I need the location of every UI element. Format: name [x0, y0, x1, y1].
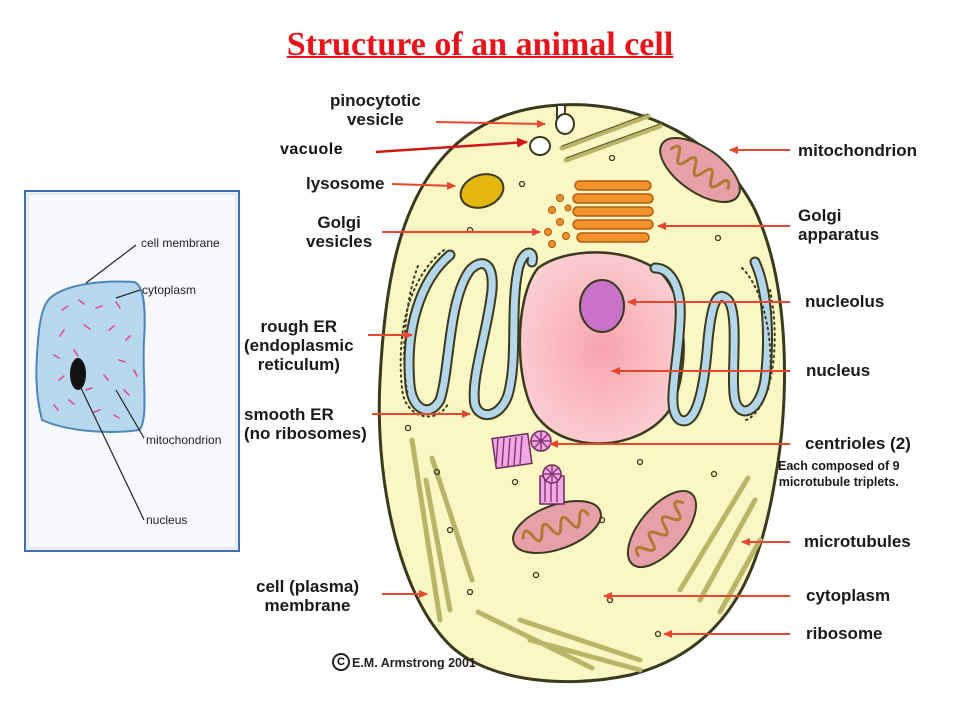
copyright-icon: C — [332, 653, 350, 671]
nucleus — [518, 251, 685, 445]
inset-label-nucleus: nucleus — [146, 513, 188, 527]
golgi-vesicles — [544, 194, 572, 248]
inset-leader-lines — [79, 244, 145, 521]
label-cytoplasm: cytoplasm — [806, 586, 891, 605]
mitochondrion-bottom-right — [626, 490, 698, 568]
page-title: Structure of an animal cell — [286, 26, 674, 63]
endoplasmic-reticulum-right — [649, 256, 776, 427]
arrow-pinocytotic — [435, 119, 546, 128]
label-vacuole: vacuole — [280, 141, 344, 158]
arrow-vacuole — [375, 137, 528, 154]
simple-cell-illustration — [24, 190, 240, 552]
lysosome — [459, 173, 505, 209]
label-microtubules: microtubules — [804, 532, 911, 551]
label-smooth-er: smooth ER (no ribosomes) — [244, 405, 367, 443]
centrioles — [491, 430, 565, 505]
arrow-lysosome — [391, 181, 456, 190]
simple-cell-inset: cell membrane cytoplasm mitochondrion nu… — [24, 190, 240, 552]
label-rough-er: rough ER (endoplasmic reticulum) — [244, 317, 354, 374]
inset-label-mitochondrion: mitochondrion — [146, 433, 222, 447]
inset-label-cell-membrane: cell membrane — [141, 236, 220, 250]
inset-label-cytoplasm: cytoplasm — [142, 283, 197, 297]
label-cell-membrane: cell (plasma) membrane — [256, 577, 359, 615]
microtubules — [409, 113, 763, 673]
pinocytotic-vesicle — [555, 113, 575, 135]
label-pinocytotic-vesicle: pinocytotic vesicle — [330, 91, 421, 129]
label-nucleolus: nucleolus — [805, 292, 885, 311]
inset-mitochondria — [53, 299, 138, 419]
mitochondria — [512, 137, 741, 568]
vacuole — [529, 136, 551, 156]
label-lysosome: lysosome — [306, 174, 385, 193]
label-ribosome: ribosome — [806, 624, 883, 643]
mitochondrion-bottom-left — [512, 500, 602, 554]
microtubule-edges — [561, 113, 661, 159]
label-centrioles-note: Each composed of 9 microtubule triplets. — [778, 459, 900, 489]
inset-nucleus — [70, 358, 86, 390]
label-golgi-vesicles: Golgi vesicles — [306, 213, 373, 251]
nucleolus — [579, 279, 625, 333]
label-golgi-apparatus: Golgi apparatus — [798, 206, 880, 244]
golgi-apparatus — [572, 180, 654, 243]
mitochondrion-top-right — [659, 137, 741, 203]
label-mitochondrion: mitochondrion — [798, 141, 917, 160]
rough-er-left — [399, 247, 538, 420]
credit-text: E.M. Armstrong 2001 — [352, 656, 476, 670]
label-arrows — [368, 119, 790, 638]
label-centrioles: centrioles (2) — [805, 434, 911, 453]
ribosomes — [404, 154, 722, 638]
label-nucleus: nucleus — [806, 361, 871, 380]
